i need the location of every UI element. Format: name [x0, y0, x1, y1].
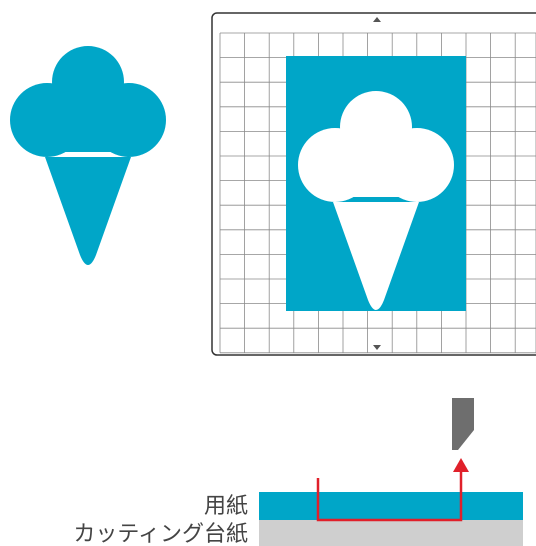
paper-layer: [259, 492, 523, 520]
cutter-blade-icon: [452, 398, 474, 450]
mat-layer: [259, 520, 523, 546]
cross-section: 用紙 カッティング台紙: [73, 470, 523, 546]
arrow-up-icon: [453, 458, 469, 472]
ice-cream-shape-icon: [10, 46, 166, 265]
paper-label: 用紙: [204, 494, 248, 519]
mat-bottom-marker-icon: [373, 345, 381, 350]
mat-top-marker-icon: [373, 17, 381, 22]
cut-path-line: [316, 470, 463, 522]
cutting-mat-preview: [211, 12, 536, 356]
mat-label: カッティング台紙: [73, 522, 248, 546]
